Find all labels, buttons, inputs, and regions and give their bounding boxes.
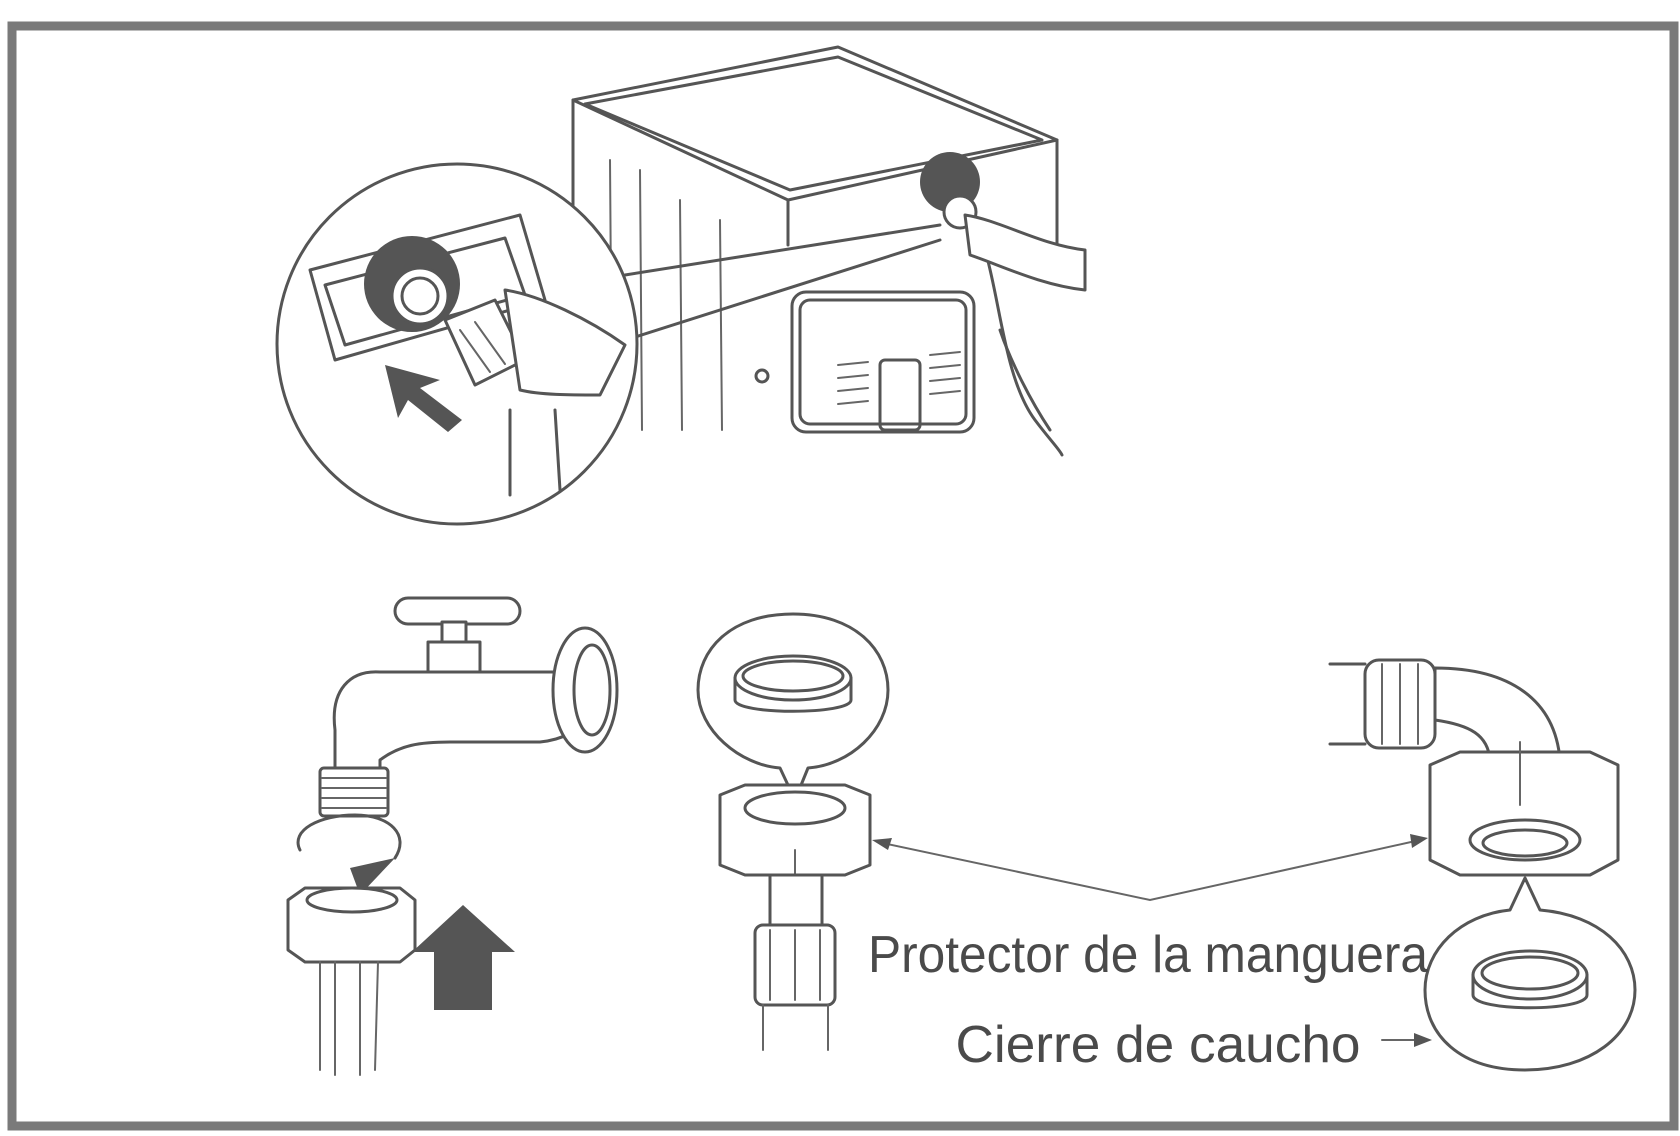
faucet-illustration (286, 596, 619, 1076)
zoom-line-upper (623, 223, 942, 277)
zoom-line-lower (608, 238, 942, 347)
rubber-seal-label: Cierre de caucho (956, 1016, 1361, 1074)
hose-protector-label: Protector de la manguera (868, 926, 1428, 984)
rotate-arrow-icon (350, 858, 395, 895)
leader-lines (872, 834, 1432, 1047)
up-arrow-icon (412, 905, 515, 1010)
hose-connector-illustration (696, 612, 890, 1051)
inlet-detail-callout (275, 162, 639, 526)
elbow-connector-illustration (1328, 658, 1637, 1072)
push-arrow-icon (385, 365, 462, 432)
